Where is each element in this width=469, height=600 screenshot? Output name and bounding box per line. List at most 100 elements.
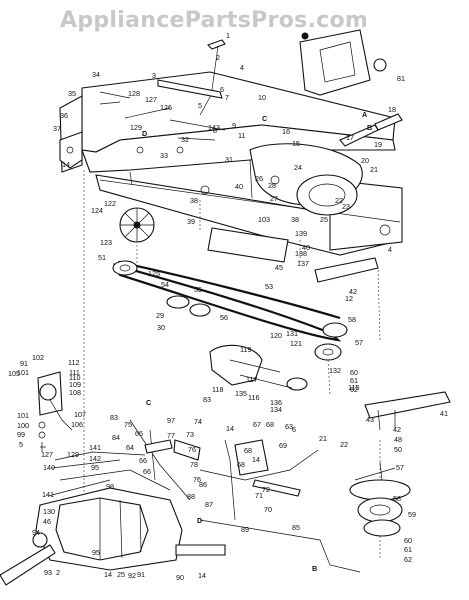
part-callout: 42 [349, 287, 357, 296]
part-callout: 95 [92, 548, 100, 557]
part-callout: 21 [370, 165, 378, 174]
part-callout: 33 [160, 151, 168, 160]
part-callout: 87 [205, 500, 213, 509]
part-callout: 14 [198, 571, 206, 580]
part-callout: 124 [91, 206, 103, 215]
part-callout: 14 [226, 424, 234, 433]
part-callout: 91 [137, 570, 145, 579]
part-callout: 91 [20, 359, 28, 368]
part-callout: 15 [292, 139, 300, 148]
part-callout: 123 [100, 238, 112, 247]
part-callout: 6 [220, 85, 224, 94]
part-callout: 84 [112, 433, 120, 442]
part-callout: 75 [124, 420, 132, 429]
part-callout: 37 [53, 124, 61, 133]
part-callout: 111 [69, 368, 80, 377]
part-callout: 56 [220, 313, 228, 322]
part-callout: 34 [92, 70, 100, 79]
section-letter-a: A [362, 110, 367, 119]
part-callout: 7 [225, 93, 229, 102]
part-callout: 60 [404, 536, 412, 545]
part-callout: 143 [208, 123, 220, 132]
part-callout: 135 [235, 389, 247, 398]
part-callout: 94 [32, 528, 40, 537]
part-callout: 127 [145, 95, 157, 104]
part-callout: 60 [350, 368, 358, 377]
part-callout: 139 [295, 229, 307, 238]
part-callout: 117 [246, 375, 257, 384]
brake-linkage [37, 371, 146, 461]
part-callout: 38 [291, 215, 299, 224]
part-callout: 23 [342, 202, 350, 211]
part-callout: 14 [104, 570, 112, 579]
part-callout: 68 [266, 420, 274, 429]
part-callout: 24 [294, 163, 302, 172]
idler-bracket-plate [207, 227, 379, 389]
part-callout: 4 [240, 63, 244, 72]
part-callout: 71 [255, 491, 263, 500]
part-callout: 61 [404, 545, 412, 554]
part-callout: 98 [106, 482, 114, 491]
part-callout: 126 [160, 103, 172, 112]
part-callout: 74 [194, 417, 202, 426]
part-callout: 116 [248, 393, 259, 402]
part-callout: 42 [393, 425, 401, 434]
part-callout: 31 [225, 155, 233, 164]
part-callout: 58 [393, 494, 401, 503]
part-callout: 138 [295, 249, 307, 258]
part-callout: 134 [270, 405, 282, 414]
part-callout: 8 [213, 126, 217, 135]
shift-lever-assembly [157, 29, 403, 147]
part-callout: 120 [270, 331, 282, 340]
part-callout: 21 [319, 434, 327, 443]
left-side-bracket [59, 91, 226, 169]
part-callout: 128 [128, 89, 140, 98]
shift-linkage [129, 419, 361, 573]
part-callout: 99 [17, 430, 25, 439]
part-callout: 125 [148, 269, 160, 278]
part-callout: 121 [290, 339, 302, 348]
part-callout: 58 [348, 315, 356, 324]
part-callout: 132 [329, 366, 341, 375]
part-callout: 109 [69, 380, 81, 389]
part-callout: 90 [176, 573, 184, 582]
part-callout: 50 [394, 445, 402, 454]
right-bracket-and-pulley [349, 391, 451, 537]
cooling-fan [119, 207, 155, 243]
part-callout: 115 [348, 383, 359, 392]
part-callout: 63 [285, 422, 293, 431]
part-callout: 106 [71, 420, 83, 429]
part-callout: 59 [408, 510, 416, 519]
part-callout: 76 [188, 445, 196, 454]
part-callout: 141 [42, 490, 54, 499]
part-callout: 28 [268, 181, 276, 190]
part-callout: 86 [199, 480, 207, 489]
part-callout: 129 [67, 450, 79, 459]
part-callout: 40 [235, 182, 243, 191]
transaxle-assembly [0, 459, 226, 586]
part-callout: 97 [167, 416, 175, 425]
part-callout: 18 [388, 105, 396, 114]
part-callout: 9 [232, 121, 236, 130]
part-callout: 89 [241, 525, 249, 534]
part-callout: 19 [374, 140, 382, 149]
part-callout: 93 [44, 568, 52, 577]
part-callout: 51 [98, 253, 106, 262]
part-callout: 48 [394, 435, 402, 444]
part-callout: 76 [193, 475, 201, 484]
part-callout: 77 [167, 431, 175, 440]
part-callout: 12 [345, 294, 353, 303]
part-callout: 68 [244, 446, 252, 455]
part-callout: 53 [265, 282, 273, 291]
part-callout: 39 [187, 217, 195, 226]
part-callout: 43 [366, 415, 374, 424]
part-callout: 73 [186, 430, 194, 439]
part-callout: 137 [297, 259, 309, 268]
part-callout: 66 [143, 467, 151, 476]
part-callout: 2 [56, 568, 60, 577]
part-callout: 27 [270, 194, 278, 203]
part-callout: 32 [181, 135, 189, 144]
part-callout: 142 [89, 454, 101, 463]
section-letter-d: D [142, 129, 147, 138]
